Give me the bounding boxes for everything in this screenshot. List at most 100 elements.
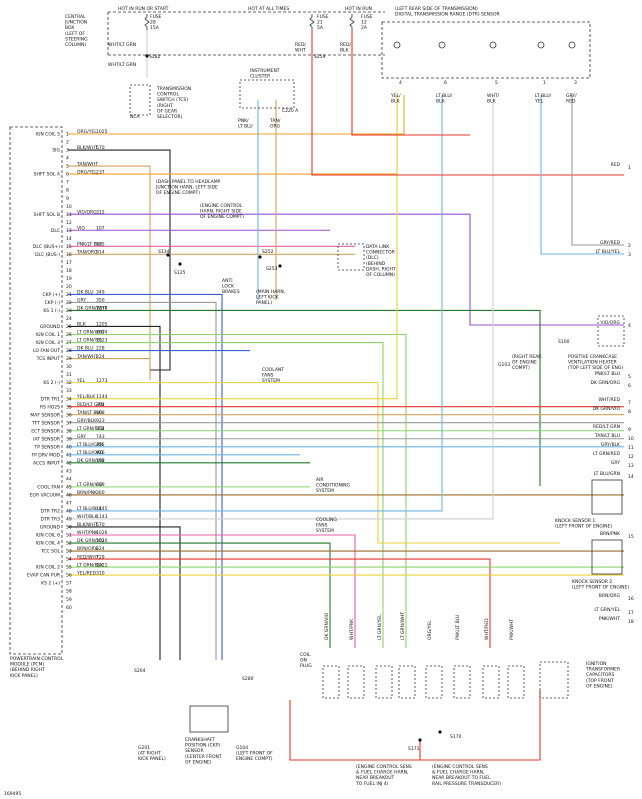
pcm-pin-name: ACCS INPUT [33, 460, 60, 466]
pcm-pin-circuit: 224 [96, 354, 105, 360]
s171-location: (ENGINE CONTROL SENS& FUEL CHARGE HARN,N… [355, 764, 412, 787]
pcm-pin-circuit: 1021 [96, 562, 108, 568]
pcm-pin-wire: LT BLU/ORG [77, 450, 104, 456]
pcm-pin-wire: TAN/WHT [76, 354, 98, 360]
wire-ltblu-yel-dtr [540, 95, 624, 255]
dtr-wire-label: LT BLU/YEL [534, 93, 552, 105]
right-wire-label: GRY/BLK [601, 442, 621, 448]
wire-org-yel-coil5 [68, 95, 405, 135]
dtr-pin-number: 4 [399, 80, 402, 86]
dtr-label: (LEFT REAR SIDE OF TRANSMISSION)DIGITAL … [395, 6, 500, 18]
pcm-pin-number: 31 [66, 372, 72, 378]
splice-s134: S134 [158, 249, 170, 255]
dtr-contact [489, 41, 497, 49]
fuse-c-wire: RED/BLK [340, 42, 351, 54]
pcm-pin-circuit: 228 [96, 346, 105, 352]
pcm-pin-number: 36 [66, 412, 72, 418]
pcm-pin-number: 29 [66, 356, 72, 362]
right-wire-label: BRN/ORG [599, 593, 621, 599]
coil-wire-label: WHT/RED [484, 618, 490, 640]
coil-wire-label: DK GRN/VIO [324, 612, 330, 640]
pcm-pin-circuit: 1023 [96, 338, 108, 344]
pcm-pin-wire: DK BLU [77, 290, 94, 296]
pcm-pin-circuit: 355 [96, 442, 105, 448]
coil-wire-label: PNK/WHT [509, 619, 515, 640]
splice-s280: S280 [242, 676, 254, 682]
wire-red-wht-b [311, 30, 624, 176]
pcm-pin-number: 57 [66, 581, 72, 587]
pcm-pin-number: 9 [66, 196, 69, 202]
wire-wht-blk-dtr [68, 95, 494, 520]
pcm-pin-name: IGN COIL 6 [36, 533, 61, 539]
wire-red-wht [68, 558, 491, 648]
right-wire-label: LT GRN/YEL [594, 607, 620, 613]
pcm-pin-name: SHFT SOL A [34, 172, 61, 178]
dtr-wire-label: GRY/RED [566, 93, 577, 105]
pcm-pin-number: 13 [66, 228, 72, 234]
pcm-pin-number: 25 [66, 324, 72, 330]
dtr-pin-number: 1 [543, 80, 546, 86]
right-wire-number: 5 [628, 374, 631, 380]
pcm-pin-circuit: 1024 [96, 330, 108, 336]
pcm-pin-wire: BLK/WHT [77, 145, 98, 151]
pcm-pin-name: TFT SENSOR [31, 420, 60, 426]
pcm-pin-number: 40 [66, 444, 72, 450]
pcm-pin-name: TCC SOL [40, 549, 61, 555]
right-wire-number: 4 [628, 323, 631, 329]
right-wire-label: GRY/RED [600, 240, 621, 246]
pcm-pin-number: 2 [66, 140, 69, 146]
splice-s170: S170 [450, 734, 462, 740]
splice-s171: S171 [408, 746, 420, 752]
wire-blk-wht [68, 149, 171, 371]
pcm-pin-wire: ORG/YEL [77, 129, 97, 135]
pcm-pin-number: 46 [66, 493, 72, 499]
right-wire-label: DK GRN/ORG [591, 380, 621, 386]
pcm-pin-name: IGN COIL 1 [36, 332, 61, 338]
pcm-pin-number: 19 [66, 276, 72, 282]
dtr-contact [568, 41, 576, 49]
s100-label: S100 [558, 339, 570, 345]
pcm-pin-name: IAT SENSOR [33, 436, 60, 442]
pcm-pin-number: 18 [66, 268, 72, 274]
splice-dot [178, 262, 182, 266]
pcm-pin-circuit: 360 [96, 490, 105, 496]
dtr-wire-label: WHT/BLK [487, 93, 500, 105]
pcm-pin-circuit: 315 [96, 209, 105, 215]
pcm-pin-wire: GRY/BLK [77, 418, 97, 424]
pcm-pin-number: 24 [66, 316, 72, 322]
pcm-pin-circuit: 1143 [96, 514, 108, 520]
wire-gry-red-dtr [571, 95, 624, 246]
right-wire-number: 1 [628, 165, 631, 171]
pcm-pin-name: DLC (BUS+) [33, 244, 60, 250]
knock-sensor-2-box [591, 539, 623, 575]
pcm-pin-number: 50 [66, 525, 72, 531]
pcm-pin-name: RS HO2S [40, 404, 60, 410]
pcm-pin-number: 16 [66, 252, 72, 258]
pcm-pin-circuit: 107 [96, 225, 105, 231]
pcm-pin-circuit: 237 [96, 169, 105, 175]
pcm-pin-wire: LT GRN/BLK [77, 562, 104, 568]
right-wire-number: 12 [628, 454, 634, 460]
tcs-switch-box [129, 84, 151, 116]
right-wire-number: 9 [628, 427, 631, 433]
pcm-pin-wire: TAN/LT BLU [76, 410, 102, 416]
pcm-pin-circuit: 624 [96, 546, 105, 552]
right-wire-number: 18 [628, 619, 634, 625]
pcm-pin-name: DLC [51, 228, 60, 234]
pcm-pin-number: 51 [66, 533, 72, 539]
dtr-contact [537, 41, 545, 49]
knock-sensor-1-label: KNOCK SENSOR 1(LEFT FRONT OF ENGINE) [555, 518, 612, 530]
instrument-cluster-box [239, 79, 295, 109]
pcm-pin-circuit: 1144 [96, 394, 108, 400]
fuse-a-wire: WHT/LT GRN [108, 42, 136, 48]
pcm-pin-name: EGR VACUUM [30, 493, 60, 499]
ignition-coil-box [482, 665, 500, 699]
g103-label: G103 [498, 362, 510, 368]
